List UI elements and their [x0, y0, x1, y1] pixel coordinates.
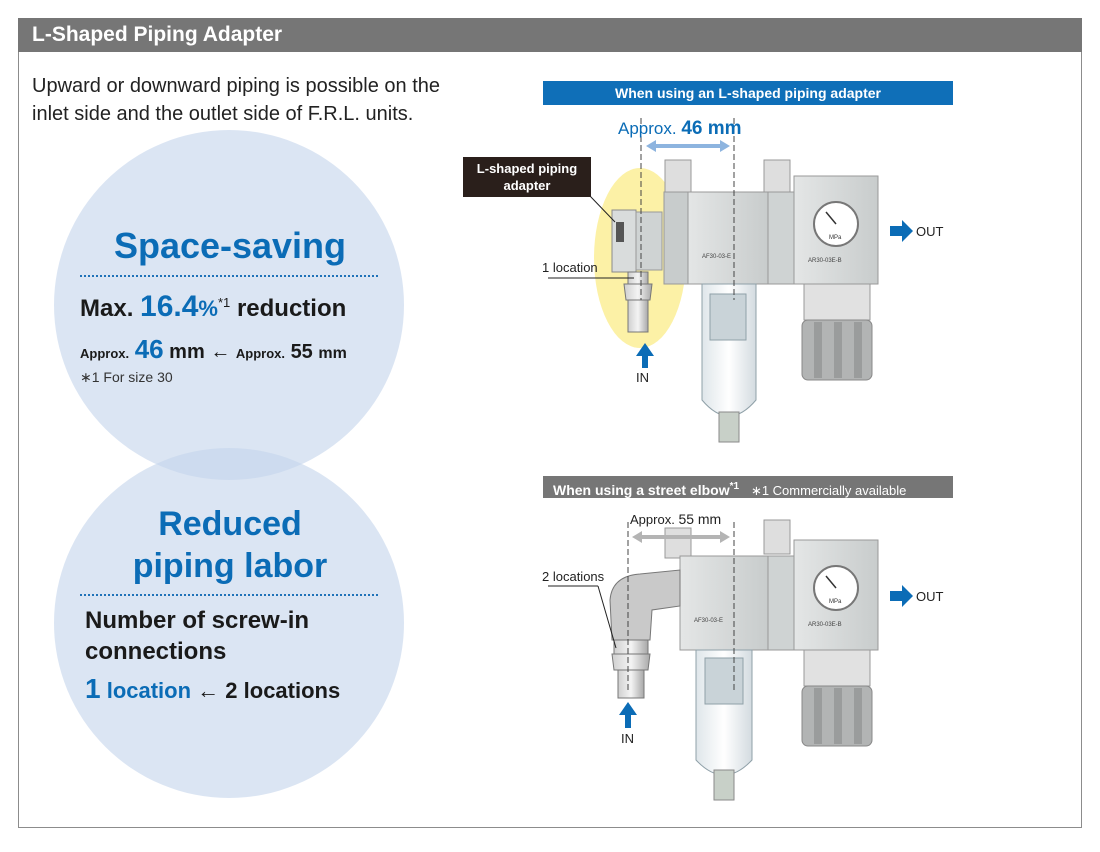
- out-arrow-icon-bottom: [890, 585, 913, 607]
- arrow-icons: [619, 220, 913, 728]
- gauge-unit-top: MPa: [829, 235, 842, 241]
- hex-nut-2: [611, 653, 651, 671]
- max-prefix: Max.: [80, 295, 134, 322]
- in-label-bottom: IN: [621, 731, 634, 746]
- reduced-labor-circle: [54, 448, 404, 798]
- top-banner: When using an L-shaped piping adapter: [543, 81, 953, 105]
- fitting-barb: [627, 299, 649, 333]
- filter-head: [687, 191, 769, 285]
- filter-drain: [718, 411, 740, 443]
- max-suffix: reduction: [236, 295, 347, 322]
- top-bracket-right: [763, 159, 791, 195]
- compare-arrow: ←: [210, 341, 231, 363]
- section-header: L-Shaped Piping Adapter: [18, 18, 1082, 52]
- top-dimension: Approx. 46 mm: [618, 118, 742, 140]
- space-saving-divider: [80, 275, 378, 277]
- regulator-model-top: AR30-03E-B: [808, 258, 842, 264]
- reduced-title-line-1: Reduced: [158, 505, 302, 543]
- approx1-unit: mm: [169, 341, 205, 363]
- bottom-bracket-right: [763, 519, 791, 555]
- approx2-unit: mm: [318, 345, 347, 362]
- filter-drain-2: [713, 769, 735, 801]
- out-label-bottom: OUT: [916, 589, 944, 604]
- out-arrow-icon-top: [890, 220, 913, 242]
- bottom-dim-prefix: Approx.: [630, 512, 675, 527]
- new-location-value: 1: [85, 673, 101, 704]
- adapter-callout: L-shaped piping adapter: [463, 157, 591, 197]
- location-compare-line: 1 location ← 2 locations: [85, 673, 340, 705]
- intro-line-1: Upward or downward piping is possible on…: [32, 75, 441, 97]
- max-note: *1: [217, 295, 231, 310]
- filter-head-2: [679, 555, 769, 651]
- gauge-unit-bottom: MPa: [829, 599, 842, 605]
- location-arrow: ←: [197, 678, 220, 703]
- space-saving-circle: [54, 130, 404, 480]
- connections-line-2: connections: [85, 638, 227, 665]
- regulator-ring: [803, 283, 871, 321]
- adapter-slot: [616, 222, 624, 242]
- bottom-dimension: Approx. 55 mm: [630, 511, 721, 527]
- spacer-right: [767, 191, 795, 285]
- old-locations: 2 locations: [225, 678, 341, 703]
- bottom-dim-value: 55 mm: [678, 511, 722, 527]
- callout-line-2: adapter: [503, 178, 551, 193]
- max-reduction-line: Max. 16.4%*1 reduction: [80, 290, 346, 324]
- max-value: 16.4: [140, 290, 199, 323]
- new-location-unit: location: [106, 678, 192, 703]
- bottom-frl-unit: [609, 519, 879, 801]
- top-bracket-left: [664, 159, 692, 195]
- approx-compare-line: Approx. 46 mm ← Approx. 55 mm: [80, 334, 347, 365]
- connections-text: Number of screw-in connections: [85, 605, 309, 667]
- street-elbow: [609, 569, 681, 641]
- callout-leader: [589, 195, 616, 223]
- bottom-banner: When using a street elbow*1 ∗1 Commercia…: [543, 476, 953, 498]
- filter-model-bottom: AF30-03-E: [694, 618, 723, 624]
- approx1-label: Approx.: [80, 346, 130, 361]
- regulator-model-bottom: AR30-03E-B: [808, 622, 842, 628]
- approx2-label: Approx.: [235, 346, 285, 361]
- filter-element-2: [704, 657, 744, 705]
- footnote: ∗1 For size 30: [80, 369, 173, 385]
- top-dim-prefix: Approx.: [618, 119, 677, 138]
- spacer-mid: [663, 191, 689, 285]
- regulator-ring-2: [803, 649, 871, 687]
- intro-line-2: inlet side and the outlet side of F.R.L.…: [32, 103, 414, 125]
- reduced-divider: [80, 594, 378, 596]
- out-label-top: OUT: [916, 224, 944, 239]
- bottom-bracket-left: [664, 527, 692, 559]
- bottom-banner-note: *1: [729, 481, 740, 492]
- two-locations-leader-b: [597, 585, 617, 649]
- two-locations-label: 2 locations: [542, 569, 605, 584]
- bottom-banner-sub: ∗1 Commercially available: [750, 482, 907, 498]
- top-frl-unit: [594, 159, 879, 443]
- spacer-left: [635, 211, 663, 271]
- approx1-value: 46: [134, 334, 164, 364]
- space-saving-title: Space-saving: [113, 225, 347, 266]
- connections-line-1: Number of screw-in: [85, 607, 310, 634]
- approx2-value: 55: [290, 341, 313, 363]
- in-arrow-icon-top: [636, 343, 654, 368]
- reduced-title-line-2: piping labor: [132, 547, 328, 585]
- max-unit: %: [198, 296, 218, 321]
- bottom-banner-main: When using a street elbow: [553, 481, 730, 498]
- fitting-barb-2: [617, 669, 645, 699]
- one-location-label: 1 location: [542, 260, 598, 275]
- in-label-top: IN: [636, 370, 649, 385]
- spacer-right-2: [767, 555, 795, 651]
- top-dim-value: 46 mm: [681, 118, 742, 139]
- filter-model-top: AF30-03-E: [702, 254, 731, 260]
- hex-nut: [623, 283, 653, 301]
- reduced-title: Reduced piping labor: [60, 503, 400, 587]
- intro-text: Upward or downward piping is possible on…: [32, 72, 502, 128]
- filter-element: [709, 293, 747, 341]
- section-title: L-Shaped Piping Adapter: [32, 23, 283, 46]
- in-arrow-icon-bottom: [619, 702, 637, 728]
- callout-line-1: L-shaped piping: [476, 161, 578, 176]
